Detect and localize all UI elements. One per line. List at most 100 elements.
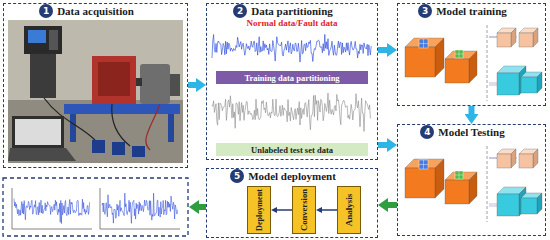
cube-side [435, 38, 444, 77]
divider [487, 146, 488, 222]
photo-table [8, 100, 183, 163]
divider [487, 25, 488, 101]
cube-front [521, 77, 537, 93]
plot-axis [100, 188, 101, 229]
stage-title: Model Testing [438, 126, 504, 138]
flow-arrow [388, 202, 397, 208]
rig-leg [168, 114, 174, 142]
motor [140, 64, 170, 104]
kernel-grid [419, 160, 428, 169]
waveform [212, 34, 371, 62]
flow-arrow [378, 47, 387, 53]
laptop-display [15, 119, 61, 145]
stage-title: Data acquisition [57, 5, 134, 17]
flow-arrow [469, 106, 475, 114]
step-text: Training data partitioning [244, 73, 339, 83]
cube-side [537, 193, 542, 214]
plot-axis [12, 188, 13, 229]
flow-arrow [378, 142, 387, 148]
output-arrow [198, 204, 206, 210]
cube-side [469, 172, 477, 204]
kernel-grid-line [455, 175, 463, 176]
cube-side [435, 159, 444, 198]
stage-title: Data partitioning [251, 5, 333, 17]
cube-side [511, 149, 516, 168]
laptop-base [8, 148, 76, 161]
sensor-box [92, 140, 105, 153]
output-frame [3, 178, 188, 236]
cube-front [497, 73, 519, 95]
cube-front [497, 33, 511, 47]
stage-panel: Data acquisition [3, 3, 188, 168]
data-label: Normal data/Fault data [245, 18, 340, 28]
kernel-grid-line [419, 43, 428, 44]
cube-side [537, 72, 542, 93]
flow-arrow [277, 209, 292, 211]
step-text: Conversion [299, 189, 309, 231]
output-arrow-head [189, 200, 199, 214]
motor-end [170, 74, 180, 96]
plot-axis [12, 229, 92, 230]
waveform [102, 193, 178, 223]
plot-axis [100, 229, 180, 230]
deployment-step: Deployment [247, 186, 271, 234]
step-text: Analysis [344, 194, 354, 227]
cube-front [405, 168, 435, 198]
laptop-screen [12, 116, 64, 148]
flow-arrow [322, 209, 337, 211]
cable [112, 104, 130, 146]
callout-number: 4 [420, 125, 434, 139]
cube-side [533, 149, 538, 168]
coupling [136, 78, 142, 86]
photo-wall [8, 20, 183, 163]
instrument-panel [49, 30, 58, 50]
instrument-stand [30, 54, 56, 98]
stage-panel: Model training [397, 3, 546, 106]
stage-title: Model training [436, 5, 507, 17]
cube-front [445, 180, 469, 204]
rig-leg [70, 114, 76, 142]
instrument-screen [28, 30, 46, 43]
cube-front [519, 33, 533, 47]
gearbox-face [98, 62, 130, 96]
cube-front [497, 154, 511, 168]
kernel-grid [419, 39, 428, 48]
data-bar: Training data partitioning [216, 71, 368, 84]
flow-arrow [188, 82, 196, 88]
cube-side [533, 28, 538, 47]
waveform [212, 93, 371, 131]
cube-side [511, 28, 516, 47]
cube-front [445, 59, 469, 83]
step-text: Unlabeled test set data [251, 145, 333, 155]
callout-number: 5 [230, 169, 244, 183]
deployment-step: Conversion [292, 186, 316, 234]
stage-panel: Model Testing [397, 124, 546, 236]
deployment-step: Analysis [337, 186, 361, 234]
feature-link [489, 204, 497, 205]
kernel-grid-line [455, 54, 463, 55]
cube-front [519, 154, 533, 168]
kernel-grid-line [419, 164, 428, 165]
sensor-box [112, 142, 125, 155]
data-bar: Unlabeled test set data [216, 143, 368, 156]
instrument [24, 26, 62, 54]
stage-title: Model deployment [248, 170, 336, 182]
sensor-box [132, 146, 145, 157]
callout-number: 3 [418, 4, 432, 18]
step-text: Deployment [255, 189, 264, 231]
rig-frame [64, 104, 180, 114]
waveform [14, 199, 90, 224]
feature-link [489, 83, 497, 84]
cube-front [497, 194, 519, 216]
cube-front [521, 198, 537, 214]
cube-side [469, 51, 477, 83]
cube-front [405, 47, 435, 77]
kernel-grid [455, 171, 463, 179]
callout-number: 2 [233, 4, 247, 18]
gearbox [92, 56, 136, 104]
cable [146, 104, 160, 150]
kernel-grid [455, 50, 463, 58]
